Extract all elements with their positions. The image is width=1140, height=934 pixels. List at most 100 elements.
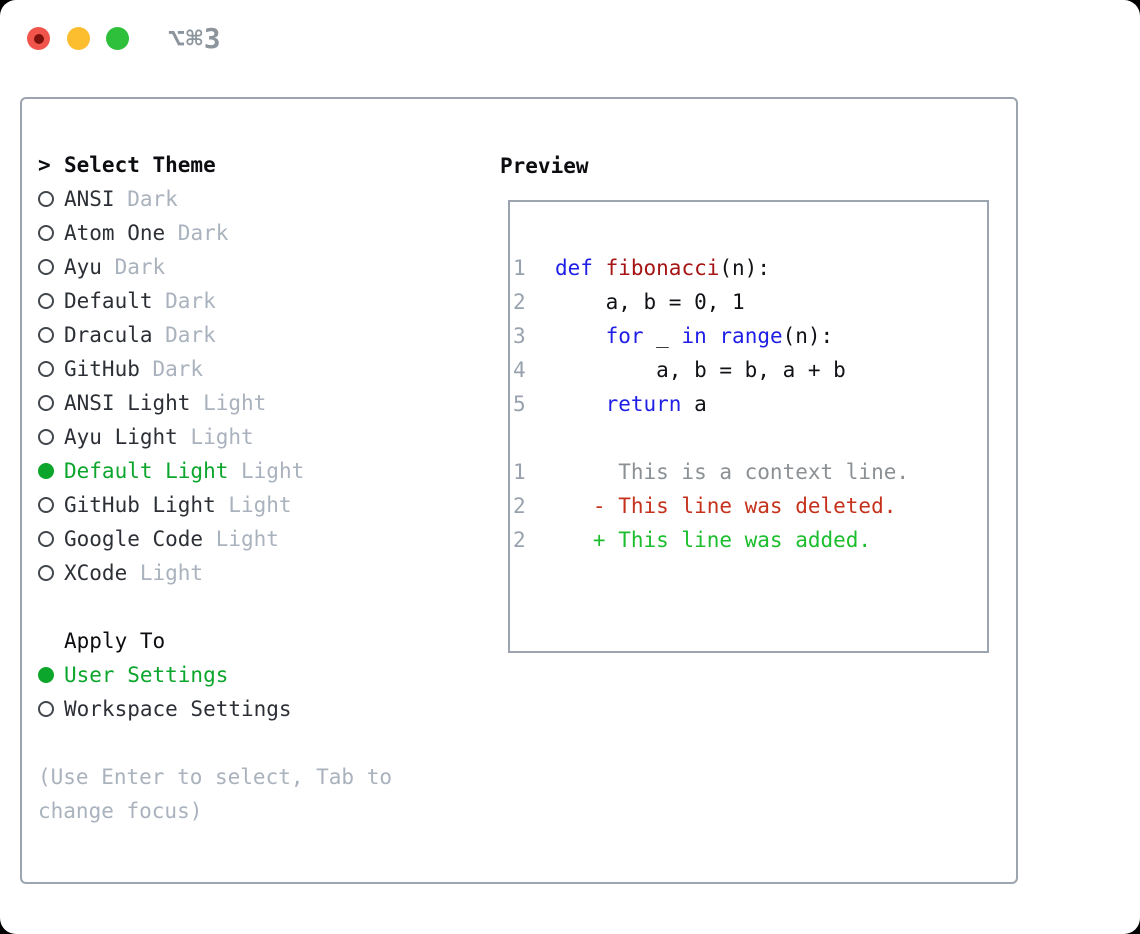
radio-selected-icon xyxy=(38,463,54,479)
radio-marker[interactable] xyxy=(38,191,64,207)
theme-option-github-dark[interactable]: GitHub Dark xyxy=(38,352,392,386)
code-line xyxy=(513,421,987,455)
radio-marker[interactable] xyxy=(38,259,64,275)
code-token: for xyxy=(605,324,644,348)
apply-option-user-settings[interactable]: User Settings xyxy=(38,658,392,692)
radio-icon xyxy=(38,225,54,241)
code-token xyxy=(593,256,606,280)
theme-name: GitHub Light xyxy=(64,493,216,517)
theme-variant-tag: Dark xyxy=(139,357,204,381)
theme-variant-tag: Dark xyxy=(165,221,229,245)
theme-name: Default Light xyxy=(64,459,229,483)
radio-icon xyxy=(38,293,54,309)
theme-option-default-light-light[interactable]: Default Light Light xyxy=(38,454,392,488)
code-token: a xyxy=(681,392,707,416)
theme-option-dracula-dark[interactable]: Dracula Dark xyxy=(38,318,392,352)
radio-marker[interactable] xyxy=(38,565,64,581)
apply-option-label: Workspace Settings xyxy=(64,697,292,721)
code-line: 5 return a xyxy=(513,387,987,421)
theme-name: Ayu Light xyxy=(64,425,178,449)
theme-variant-tag: Dark xyxy=(152,323,216,347)
zoom-button[interactable] xyxy=(106,27,129,50)
radio-icon xyxy=(38,327,54,343)
radio-icon xyxy=(38,565,54,581)
radio-icon xyxy=(38,259,54,275)
line-number: 1 xyxy=(513,460,526,484)
code-line: 2 a, b = 0, 1 xyxy=(513,285,987,319)
radio-icon xyxy=(38,531,54,547)
code-token: - This line was deleted. xyxy=(555,494,897,518)
radio-marker[interactable] xyxy=(38,497,64,513)
radio-marker[interactable] xyxy=(38,327,64,343)
theme-option-ansi-light-light[interactable]: ANSI Light Light xyxy=(38,386,392,420)
theme-variant-tag: Dark xyxy=(152,289,216,313)
apply-to-header: Apply To xyxy=(38,624,392,658)
titlebar: ⌥⌘3 xyxy=(0,0,1140,70)
radio-marker[interactable] xyxy=(38,293,64,309)
spacer xyxy=(38,726,392,760)
select-theme-label: Select Theme xyxy=(64,153,216,177)
help-text-line-2: change focus) xyxy=(38,799,203,823)
radio-marker[interactable] xyxy=(38,667,64,683)
theme-option-atom-one-dark[interactable]: Atom One Dark xyxy=(38,216,392,250)
theme-variant-tag: Light xyxy=(177,425,254,449)
radio-icon xyxy=(38,497,54,513)
theme-variant-tag: Light xyxy=(190,391,267,415)
theme-option-ansi-dark[interactable]: ANSI Dark xyxy=(38,182,392,216)
radio-marker[interactable] xyxy=(38,361,64,377)
code-line: 2 - This line was deleted. xyxy=(513,489,987,523)
code-line: 1 This is a context line. xyxy=(513,455,987,489)
theme-option-default-dark[interactable]: Default Dark xyxy=(38,284,392,318)
theme-name: Default xyxy=(64,289,153,313)
theme-name: Dracula xyxy=(64,323,153,347)
code-token: This is a context line. xyxy=(555,460,910,484)
radio-marker[interactable] xyxy=(38,395,64,411)
apply-option-workspace-settings[interactable]: Workspace Settings xyxy=(38,692,392,726)
radio-marker[interactable] xyxy=(38,531,64,547)
code-line: 2 + This line was added. xyxy=(513,523,987,557)
theme-name: Google Code xyxy=(64,527,204,551)
code-token: in xyxy=(681,324,707,348)
radio-icon xyxy=(38,361,54,377)
theme-option-github-light-light[interactable]: GitHub Light Light xyxy=(38,488,392,522)
radio-marker[interactable] xyxy=(38,701,64,717)
theme-name: Atom One xyxy=(64,221,166,245)
code-token: (n): xyxy=(719,256,770,280)
theme-option-google-code-light[interactable]: Google Code Light xyxy=(38,522,392,556)
line-number: 2 xyxy=(513,290,526,314)
theme-option-ayu-dark[interactable]: Ayu Dark xyxy=(38,250,392,284)
theme-name: XCode xyxy=(64,561,128,585)
spacer xyxy=(38,590,392,624)
select-theme-header: > Select Theme xyxy=(38,148,392,182)
theme-name: Ayu xyxy=(64,255,102,279)
line-number: 3 xyxy=(513,324,526,348)
theme-option-xcode-light[interactable]: XCode Light xyxy=(38,556,392,590)
close-button[interactable] xyxy=(27,27,50,50)
code-token xyxy=(707,324,720,348)
radio-marker[interactable] xyxy=(38,463,64,479)
apply-to-label: Apply To xyxy=(64,629,166,653)
theme-variant-tag: Light xyxy=(127,561,204,585)
theme-variant-tag: Light xyxy=(203,527,279,551)
line-number: 2 xyxy=(513,494,526,518)
line-number: 5 xyxy=(513,392,526,416)
theme-variant-tag: Dark xyxy=(114,187,178,211)
theme-name: ANSI Light xyxy=(64,391,191,415)
code-line: 4 a, b = b, a + b xyxy=(513,353,987,387)
radio-marker[interactable] xyxy=(38,429,64,445)
code-token: def xyxy=(555,256,593,280)
theme-option-ayu-light-light[interactable]: Ayu Light Light xyxy=(38,420,392,454)
code-token: _ xyxy=(643,324,682,348)
line-number: 4 xyxy=(513,358,526,382)
radio-marker[interactable] xyxy=(38,225,64,241)
radio-icon xyxy=(38,429,54,445)
code-token: (n): xyxy=(782,324,834,348)
code-token xyxy=(555,324,606,348)
code-line: 3 for _ in range(n): xyxy=(513,319,987,353)
code-token: a, b = b, a + b xyxy=(555,358,846,382)
minimize-button[interactable] xyxy=(67,27,90,50)
